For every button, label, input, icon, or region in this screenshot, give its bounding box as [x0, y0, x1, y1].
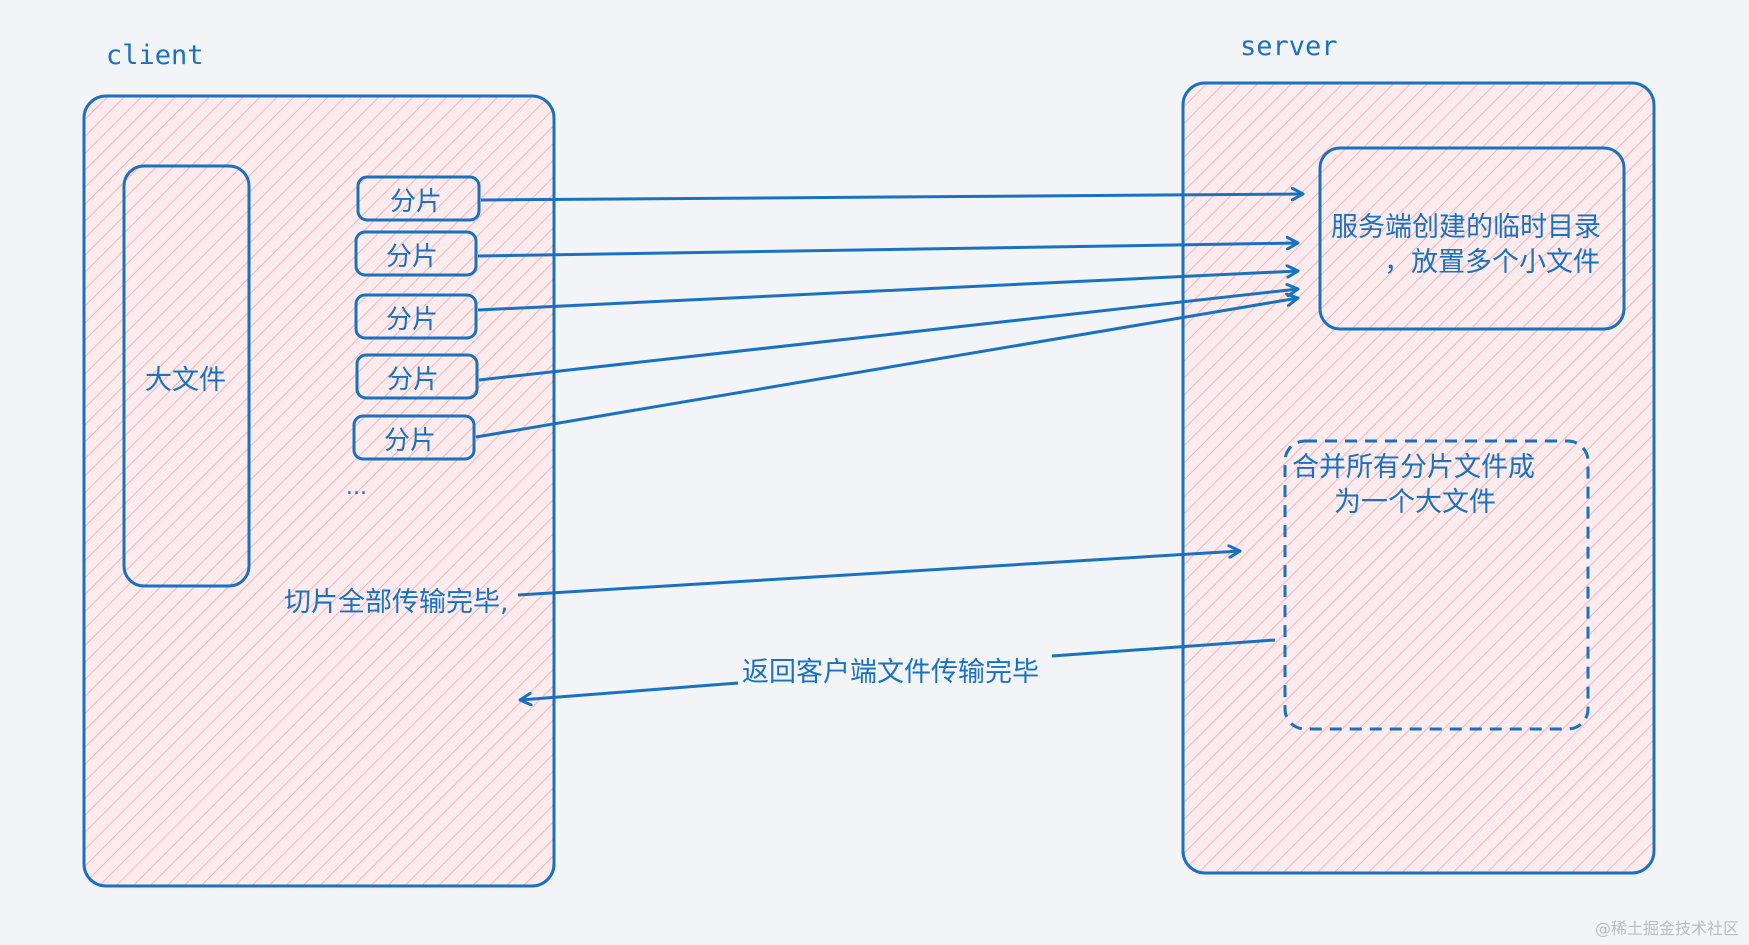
chunk-label: 分片	[386, 242, 439, 272]
merge-box	[1283, 439, 1590, 731]
watermark: @稀土掘金技术社区	[1594, 919, 1739, 938]
big-file-label: 大文件	[145, 365, 226, 396]
chunk-arrow	[478, 289, 1298, 382]
chunk-label: 分片	[387, 365, 440, 395]
server-title: server	[1240, 31, 1338, 62]
chunk-arrow	[477, 271, 1298, 312]
chunk-box	[354, 293, 478, 340]
temp-dir-label-line2: ，放置多个小文件	[1384, 247, 1600, 278]
chunk-label: 分片	[384, 426, 437, 456]
chunk-label: 分片	[390, 187, 443, 217]
chunk-box	[355, 353, 479, 400]
chunk-label: 分片	[386, 305, 439, 335]
temp-dir-label-line1: 服务端创建的临时目录	[1331, 212, 1601, 243]
chunk-arrow	[480, 194, 1303, 202]
chunk-box	[352, 414, 476, 461]
temp-dir-box	[1318, 146, 1626, 331]
big-file-box	[122, 164, 251, 588]
chunk-box	[354, 230, 478, 277]
upload-done-arrow	[517, 551, 1240, 597]
response-arrow	[520, 681, 739, 700]
chunk-arrow	[475, 298, 1298, 439]
response-label: 返回客户端文件传输完毕	[742, 657, 1039, 688]
ellipsis: ...	[346, 475, 367, 500]
response-arrow-segment	[1051, 638, 1276, 658]
chunk-box	[356, 175, 481, 222]
upload-done-label: 切片全部传输完毕,	[284, 587, 509, 618]
merge-label-line2: 为一个大文件	[1334, 487, 1496, 518]
merge-label-line1: 合并所有分片文件成	[1292, 452, 1535, 483]
chunk-arrow	[477, 243, 1298, 258]
client-title: client	[106, 40, 204, 71]
